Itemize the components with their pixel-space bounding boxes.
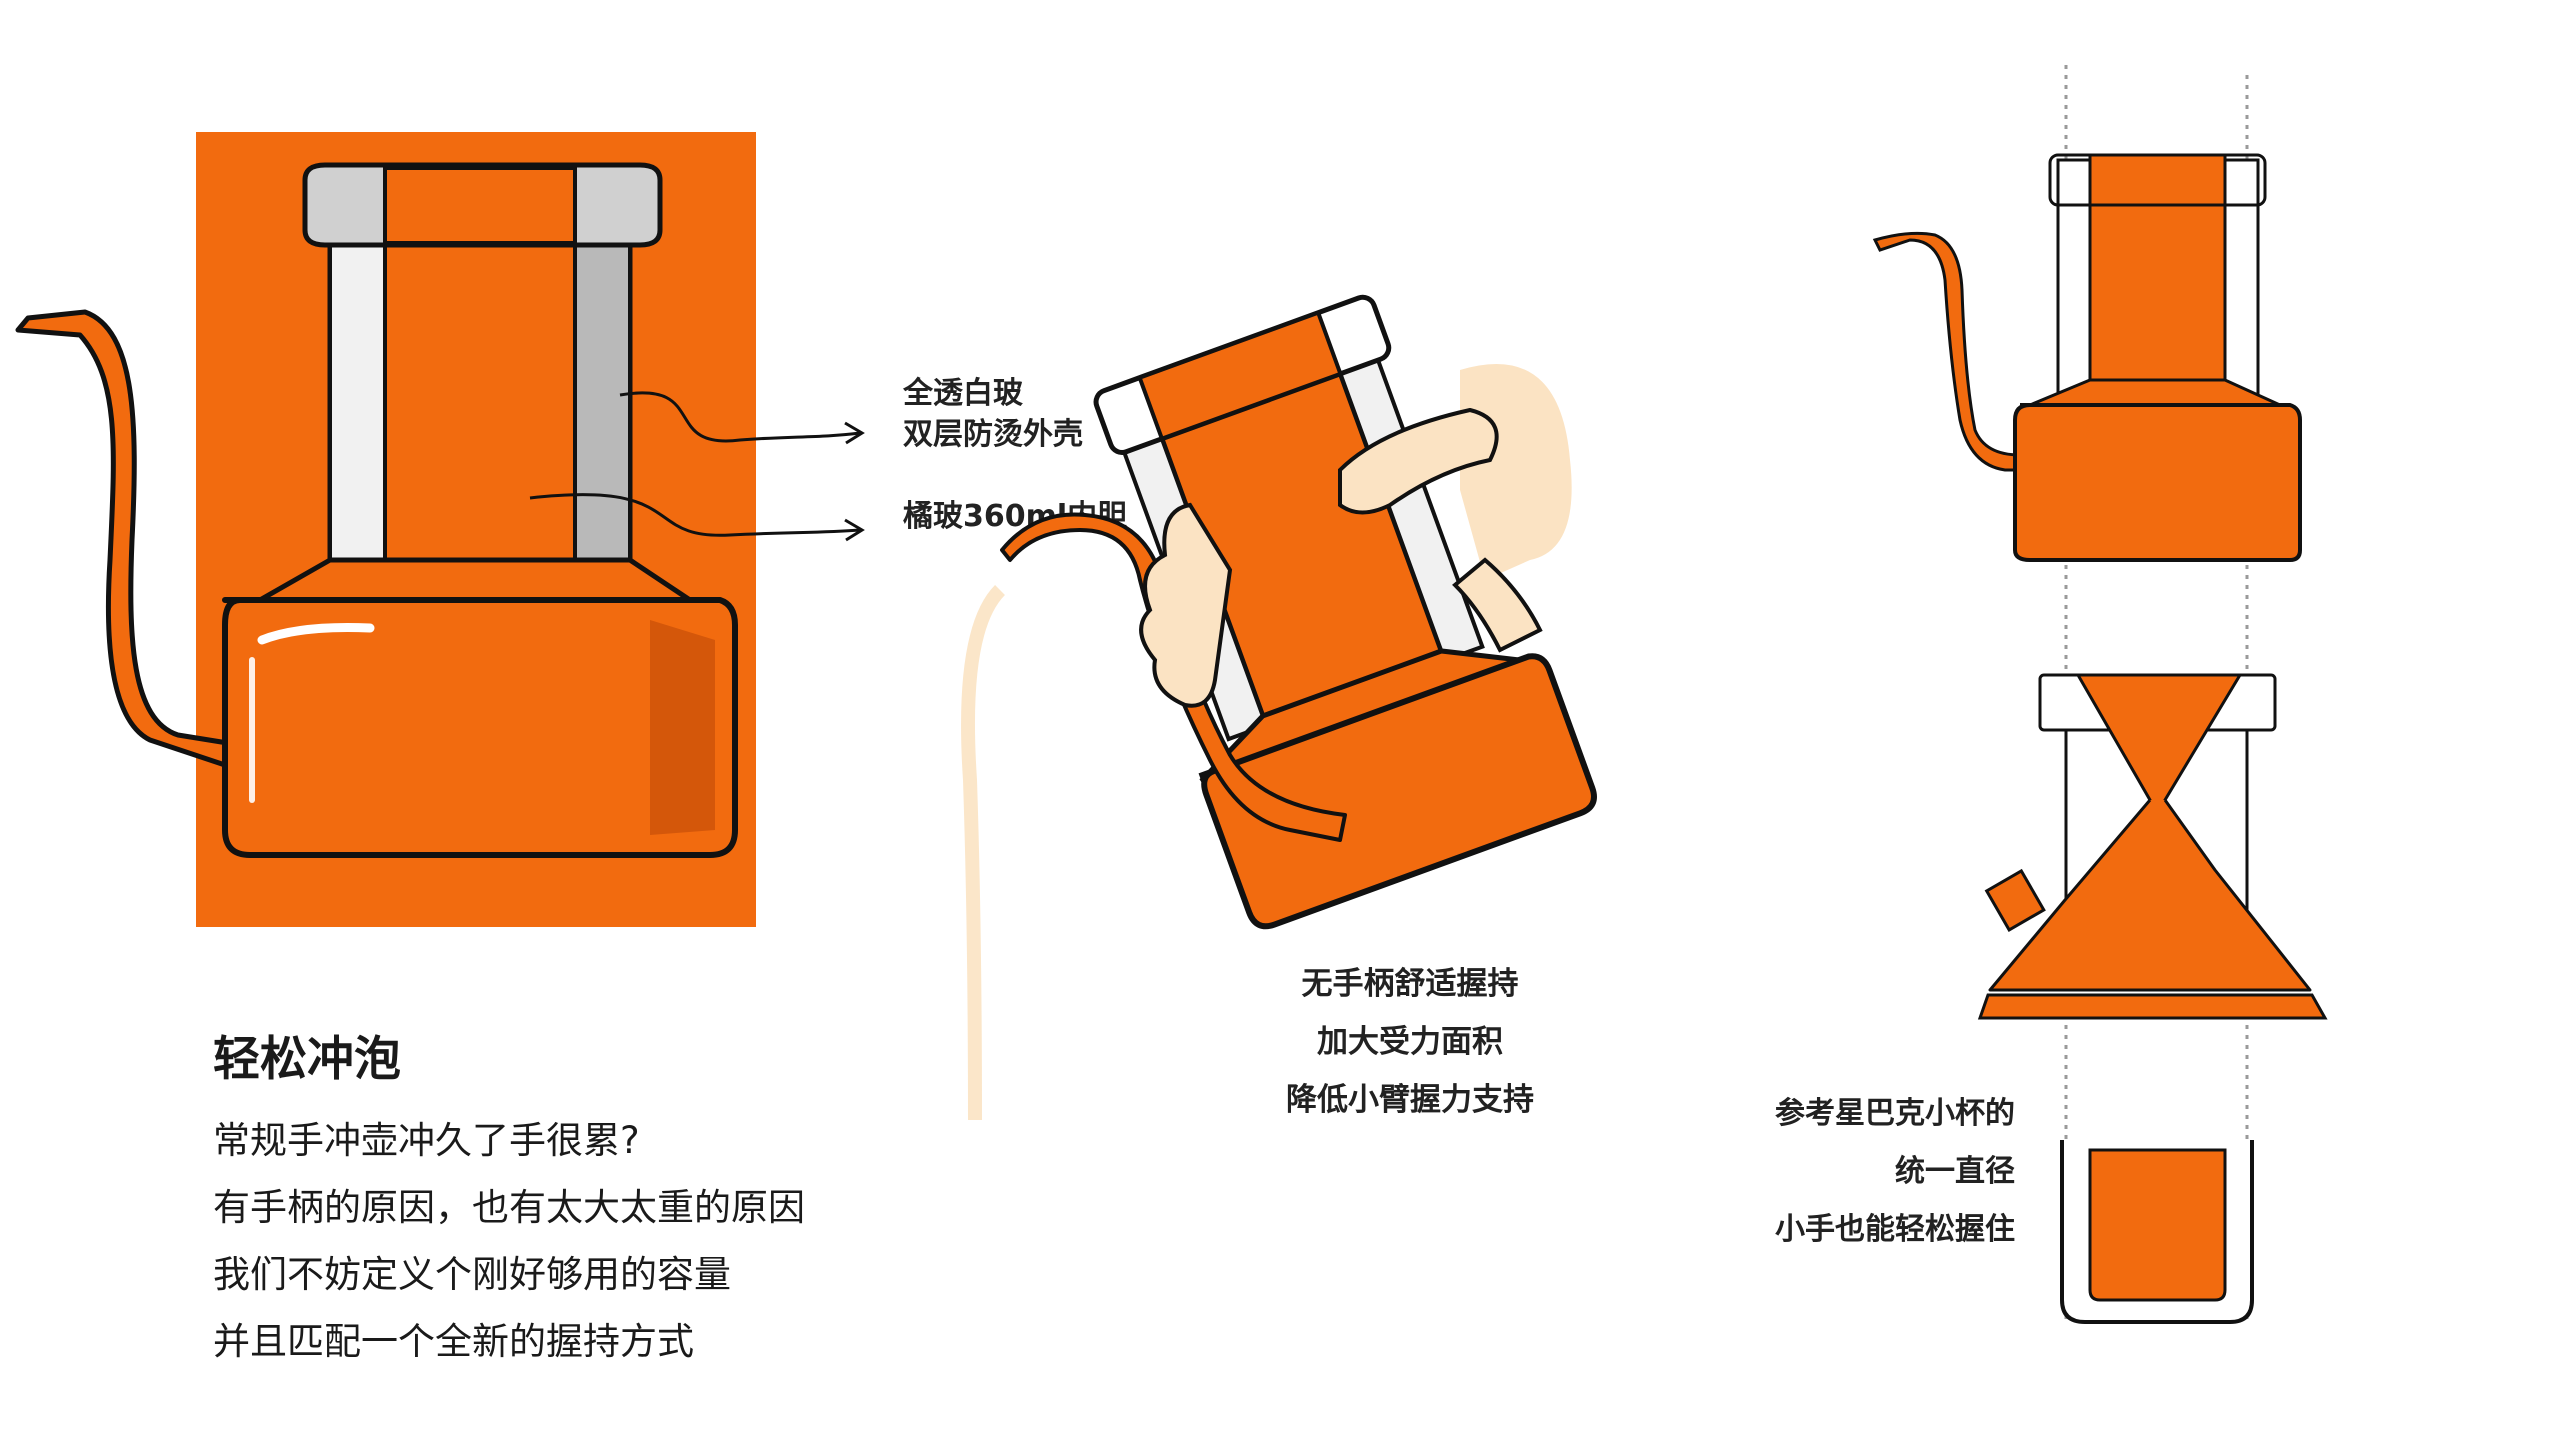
intro-block: 轻松冲泡 常规手冲壶冲久了手很累? 有手柄的原因，也有太大太重的原因 我们不妨定… xyxy=(213,1020,1033,1375)
kettle-main-svg xyxy=(15,132,865,927)
cup-caption-line3: 小手也能轻松握住 xyxy=(1775,1212,2015,1247)
kettle-main-illustration xyxy=(0,0,865,960)
callout-arrow-inner xyxy=(529,493,861,537)
glass-highlight-left xyxy=(328,238,387,572)
kettle-grip-illustration xyxy=(940,294,1660,1150)
kettle-side-view xyxy=(1872,153,2302,562)
glass-highlight-right xyxy=(573,238,632,572)
callout-glass: 全透白玻 双层防烫外壳 xyxy=(903,373,1083,455)
grip-caption-line2: 加大受力面积 xyxy=(1317,1024,1503,1060)
cup-caption-line2: 统一直径 xyxy=(1895,1154,2015,1189)
cup-caption-line1: 参考星巴克小杯的 xyxy=(1775,1096,2015,1131)
kettle-spout xyxy=(15,309,243,773)
grip-caption-line1: 无手柄舒适握持 xyxy=(1301,966,1519,1002)
callout-arrow-glass xyxy=(619,391,861,443)
exploded-view xyxy=(1860,60,2380,1360)
callout-glass-line1: 全透白玻 xyxy=(903,376,1023,411)
inner-orange-neck xyxy=(383,228,577,572)
cup-caption: 参考星巴克小杯的 统一直径 小手也能轻松握住 xyxy=(1720,1085,2015,1259)
callout-glass-line2: 双层防烫外壳 xyxy=(903,417,1083,452)
hand-wrist xyxy=(1452,557,1543,653)
grip-caption-line3: 降低小臂握力支持 xyxy=(1286,1082,1534,1118)
inner-funnel-part xyxy=(1977,673,2328,1020)
water-stream xyxy=(961,585,1006,1121)
hand-palm xyxy=(1460,364,1572,580)
cup-part xyxy=(2060,1140,2254,1324)
hand-thumb xyxy=(1338,407,1499,515)
intro-line-3: 我们不妨定义个刚好够用的容量 xyxy=(213,1253,731,1296)
exploded-view-svg xyxy=(1872,65,2328,1324)
intro-title: 轻松冲泡 xyxy=(213,1032,401,1087)
grip-caption: 无手柄舒适握持 加大受力面积 降低小臂握力支持 xyxy=(1200,955,1620,1129)
kettle-body xyxy=(222,597,738,858)
kettle-grip-svg xyxy=(961,294,1597,1121)
hand-fingers xyxy=(1139,502,1233,708)
intro-line-2: 有手柄的原因，也有太大太重的原因 xyxy=(213,1186,805,1229)
intro-line-4: 并且匹配一个全新的握持方式 xyxy=(213,1320,694,1363)
intro-line-1: 常规手冲壶冲久了手很累? xyxy=(213,1119,640,1162)
